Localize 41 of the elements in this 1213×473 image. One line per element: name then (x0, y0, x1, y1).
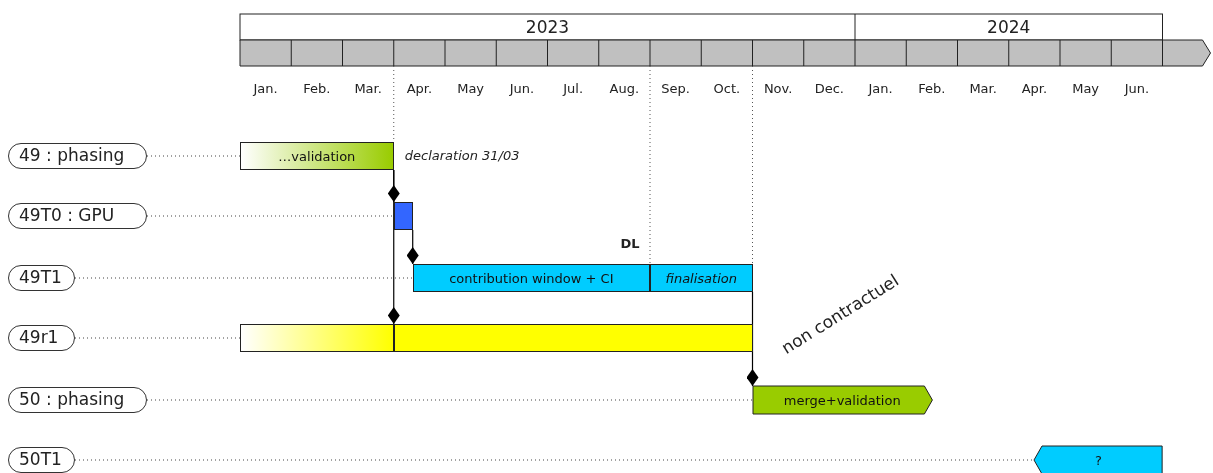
month-label: Apr. (1021, 80, 1048, 96)
row-label: 49r1 (8, 325, 75, 351)
month-label: Apr. (406, 80, 433, 96)
dependency-line (387, 169, 400, 325)
milestone-note: declaration 31/03 (404, 148, 520, 163)
month-label: Aug. (609, 80, 640, 96)
month-label: Jan. (253, 80, 278, 96)
month-label: Oct. (713, 80, 741, 96)
task-label: contribution window + CI (449, 270, 614, 286)
month-label: May (457, 80, 485, 96)
task-bar (650, 264, 753, 292)
month-label: May (1072, 80, 1100, 96)
task-label: finalisation (665, 270, 737, 286)
row-label: 49T1 (8, 265, 75, 291)
month-label: Jul. (563, 80, 584, 96)
task-bar (393, 324, 753, 352)
year-label: 2024 (987, 17, 1031, 37)
month-label: Jun. (1124, 80, 1150, 96)
month-label: Sep. (661, 80, 690, 96)
deadline-label: DL (620, 235, 640, 251)
dependency-line (406, 229, 419, 265)
month-label: Mar. (969, 80, 997, 96)
month-label: Jan. (868, 80, 893, 96)
row-label: 49T0 : GPU (8, 203, 147, 229)
task-bar (412, 264, 650, 292)
month-label: Mar. (354, 80, 382, 96)
month-label: Feb. (303, 80, 331, 96)
task-label: ? (1095, 452, 1102, 468)
row-label: 50 : phasing (8, 387, 147, 413)
row-label: 49 : phasing (8, 143, 147, 169)
task-label: …validation (278, 148, 356, 164)
year-label: 2023 (525, 17, 570, 37)
task-bar (752, 386, 932, 414)
task-label: merge+validation (783, 392, 901, 408)
month-label: Feb. (918, 80, 946, 96)
month-label: Nov. (763, 80, 793, 96)
task-bar (240, 324, 394, 352)
row-label: 50T1 (8, 447, 75, 473)
month-label: Jun. (509, 80, 535, 96)
month-label: Dec. (814, 80, 844, 96)
task-bar (1034, 446, 1163, 473)
